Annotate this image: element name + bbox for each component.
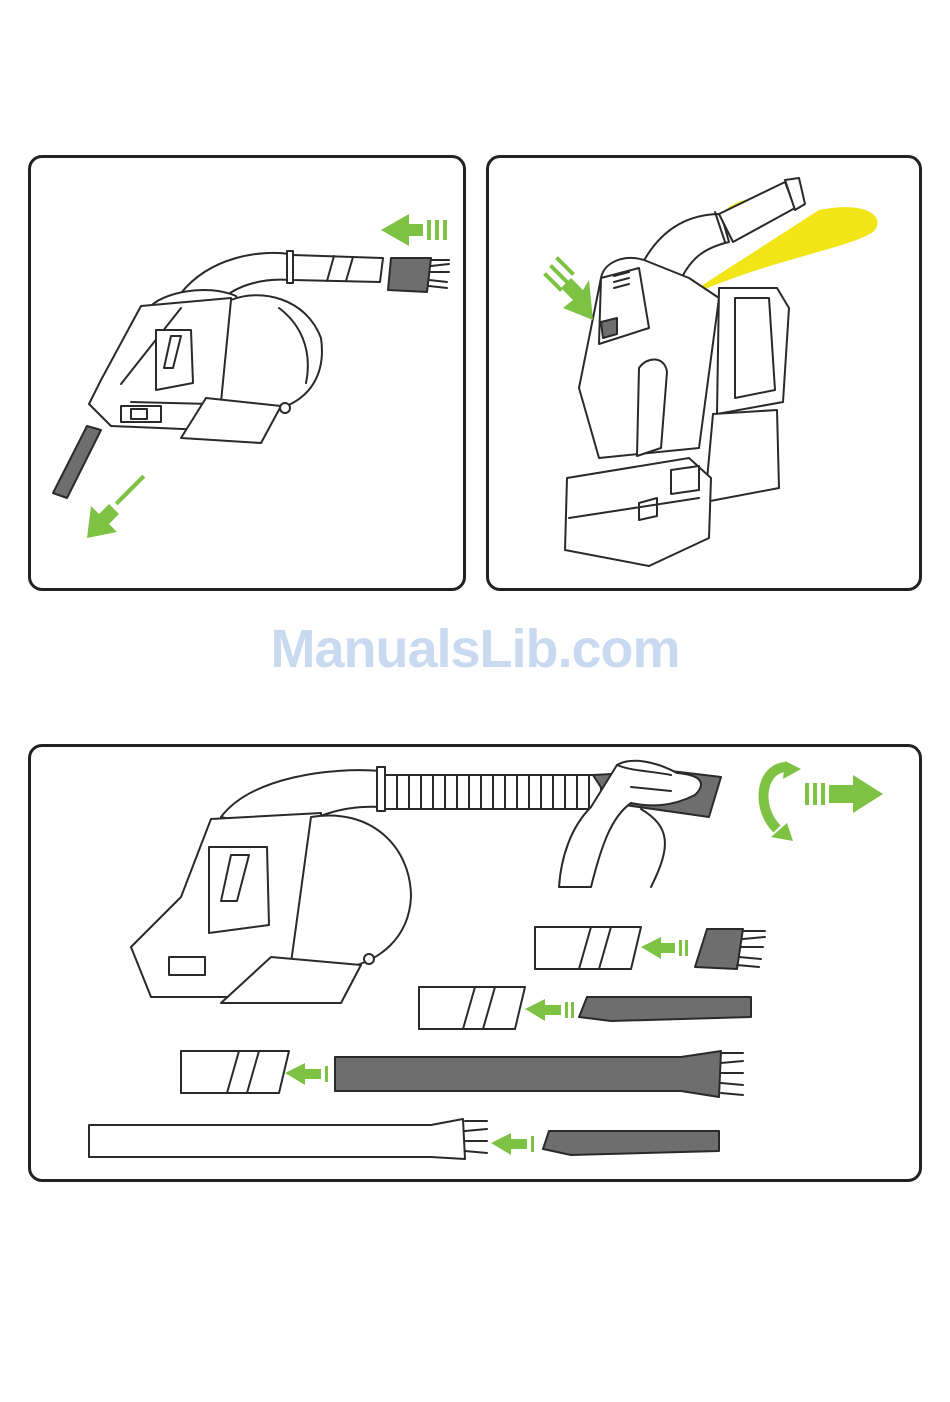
illustration-panel-a	[28, 155, 466, 591]
dusting-brush-icon	[695, 929, 765, 969]
illustration-panel-c	[28, 744, 922, 1182]
rotate-arrow-icon	[764, 761, 801, 841]
insert-arrow-icon	[381, 214, 447, 246]
press-button-arrow-icon	[543, 256, 593, 320]
crevice-tool-icon	[579, 997, 751, 1021]
crevice-tool-icon	[543, 1131, 719, 1155]
handheld-vacuum-upright-icon	[489, 158, 919, 588]
watermark-text: ManualsLib.com	[0, 618, 950, 680]
handheld-vacuum-icon	[31, 158, 463, 588]
illustration-panel-b	[486, 155, 922, 591]
extension-wand-icon	[335, 1051, 743, 1097]
remove-arrow-icon	[87, 475, 145, 538]
handheld-vacuum-with-hose-icon	[31, 747, 919, 1179]
pull-arrow-icon	[805, 775, 883, 813]
